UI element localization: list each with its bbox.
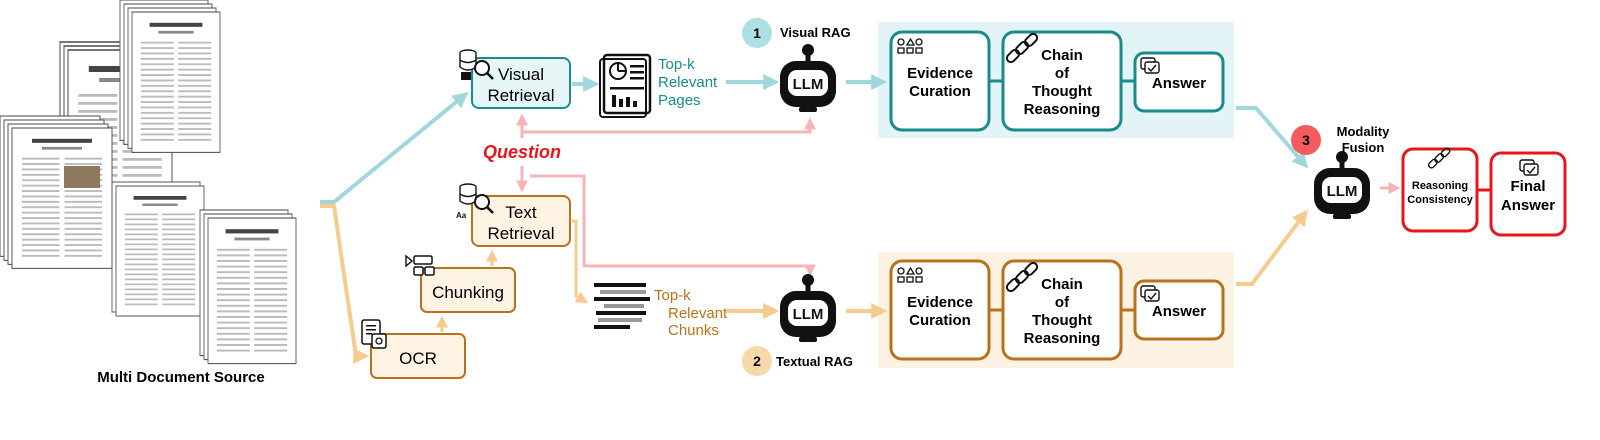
fusion-badge-number: 3 <box>1302 132 1310 148</box>
document-icon <box>599 53 652 118</box>
textual-llm-robot-icon: LLM <box>780 274 836 342</box>
final-answer-box <box>1489 151 1567 237</box>
chunk-icon <box>405 254 435 276</box>
text-lines-icon <box>594 283 650 329</box>
visual-answer-label: Answer <box>1152 75 1206 92</box>
visual-cot-line-2: of <box>1055 65 1070 82</box>
chunking-label: Chunking <box>432 283 504 302</box>
textual-rag-badge <box>742 346 772 376</box>
textual-rag-badge-number: 2 <box>753 353 761 369</box>
database-search-icon <box>458 48 495 81</box>
arrow-source-ocr <box>320 204 370 364</box>
arrow-visual-to-fusion <box>1236 106 1309 169</box>
source-label: Multi Document Source <box>97 369 265 386</box>
textual-evidence-line-1: Evidence <box>907 294 973 311</box>
text-retrieval-box <box>471 195 571 247</box>
question-label: Question <box>483 142 561 162</box>
visual-evidence-line-2: Curation <box>909 83 971 100</box>
textual-answer-label: Answer <box>1152 303 1206 320</box>
ocr-scan-icon <box>361 319 387 349</box>
textual-rag-title: Textual RAG <box>776 354 853 369</box>
arrow-question-text-llm <box>530 174 816 277</box>
consistency-line-2: Consistency <box>1407 194 1473 206</box>
fusion-title-line-1: Modality <box>1337 124 1390 139</box>
visual-retrieval-line-1: Visual <box>498 65 544 84</box>
fusion-llm-robot-icon: LLM <box>1314 151 1370 219</box>
arrow-text-retrieval-chunks <box>572 219 589 304</box>
visual-rag-badge-number: 1 <box>753 25 761 41</box>
ocr-box <box>370 333 466 379</box>
visual-cot-line-1: Chain <box>1041 47 1083 64</box>
textual-cot-line-4: Reasoning <box>1024 330 1101 347</box>
textual-cot-line-2: of <box>1055 294 1070 311</box>
visual-retrieval-box <box>471 57 571 109</box>
textual-llm-label: LLM <box>793 306 824 323</box>
visual-rag-badge <box>742 18 772 48</box>
text-topk-line-1: Top-k <box>654 287 691 304</box>
visual-llm-label: LLM <box>793 76 824 93</box>
document-stack <box>0 0 297 365</box>
fusion-llm-label: LLM <box>1327 183 1358 200</box>
arrow-textual-to-fusion <box>1236 209 1308 286</box>
visual-topk-line-1: Top-k <box>658 56 695 73</box>
visual-topk-line-2: Relevant <box>658 74 718 91</box>
textual-cot-line-1: Chain <box>1041 276 1083 293</box>
arrow-source-visual <box>320 91 469 204</box>
visual-evidence-line-1: Evidence <box>907 65 973 82</box>
textual-cot-line-3: Thought <box>1032 312 1092 329</box>
visual-cot-line-3: Thought <box>1032 83 1092 100</box>
final-answer-line-2: Answer <box>1501 197 1555 214</box>
text-topk-line-3: Chunks <box>668 322 719 339</box>
fusion-badge <box>1291 125 1321 155</box>
visual-retrieval-line-2: Retrieval <box>487 86 554 105</box>
visual-rag-title: Visual RAG <box>780 25 851 40</box>
arrow-question-visual-llm <box>520 117 816 134</box>
visual-cot-line-4: Reasoning <box>1024 101 1101 118</box>
visual-topk-line-3: Pages <box>658 92 701 109</box>
textual-evidence-line-2: Curation <box>909 312 971 329</box>
text-topk-line-2: Relevant <box>668 305 728 322</box>
text-retrieval-line-2: Retrieval <box>487 224 554 243</box>
final-answer-line-1: Final <box>1510 178 1545 195</box>
consistency-line-1: Reasoning <box>1412 180 1468 192</box>
chunking-box <box>420 267 516 313</box>
text-icon-glyph: Aa <box>456 211 467 220</box>
fusion-title-line-2: Fusion <box>1342 140 1385 155</box>
text-retrieval-line-1: Text <box>505 203 536 222</box>
visual-llm-robot-icon: LLM <box>780 44 836 112</box>
ocr-label: OCR <box>399 349 437 368</box>
